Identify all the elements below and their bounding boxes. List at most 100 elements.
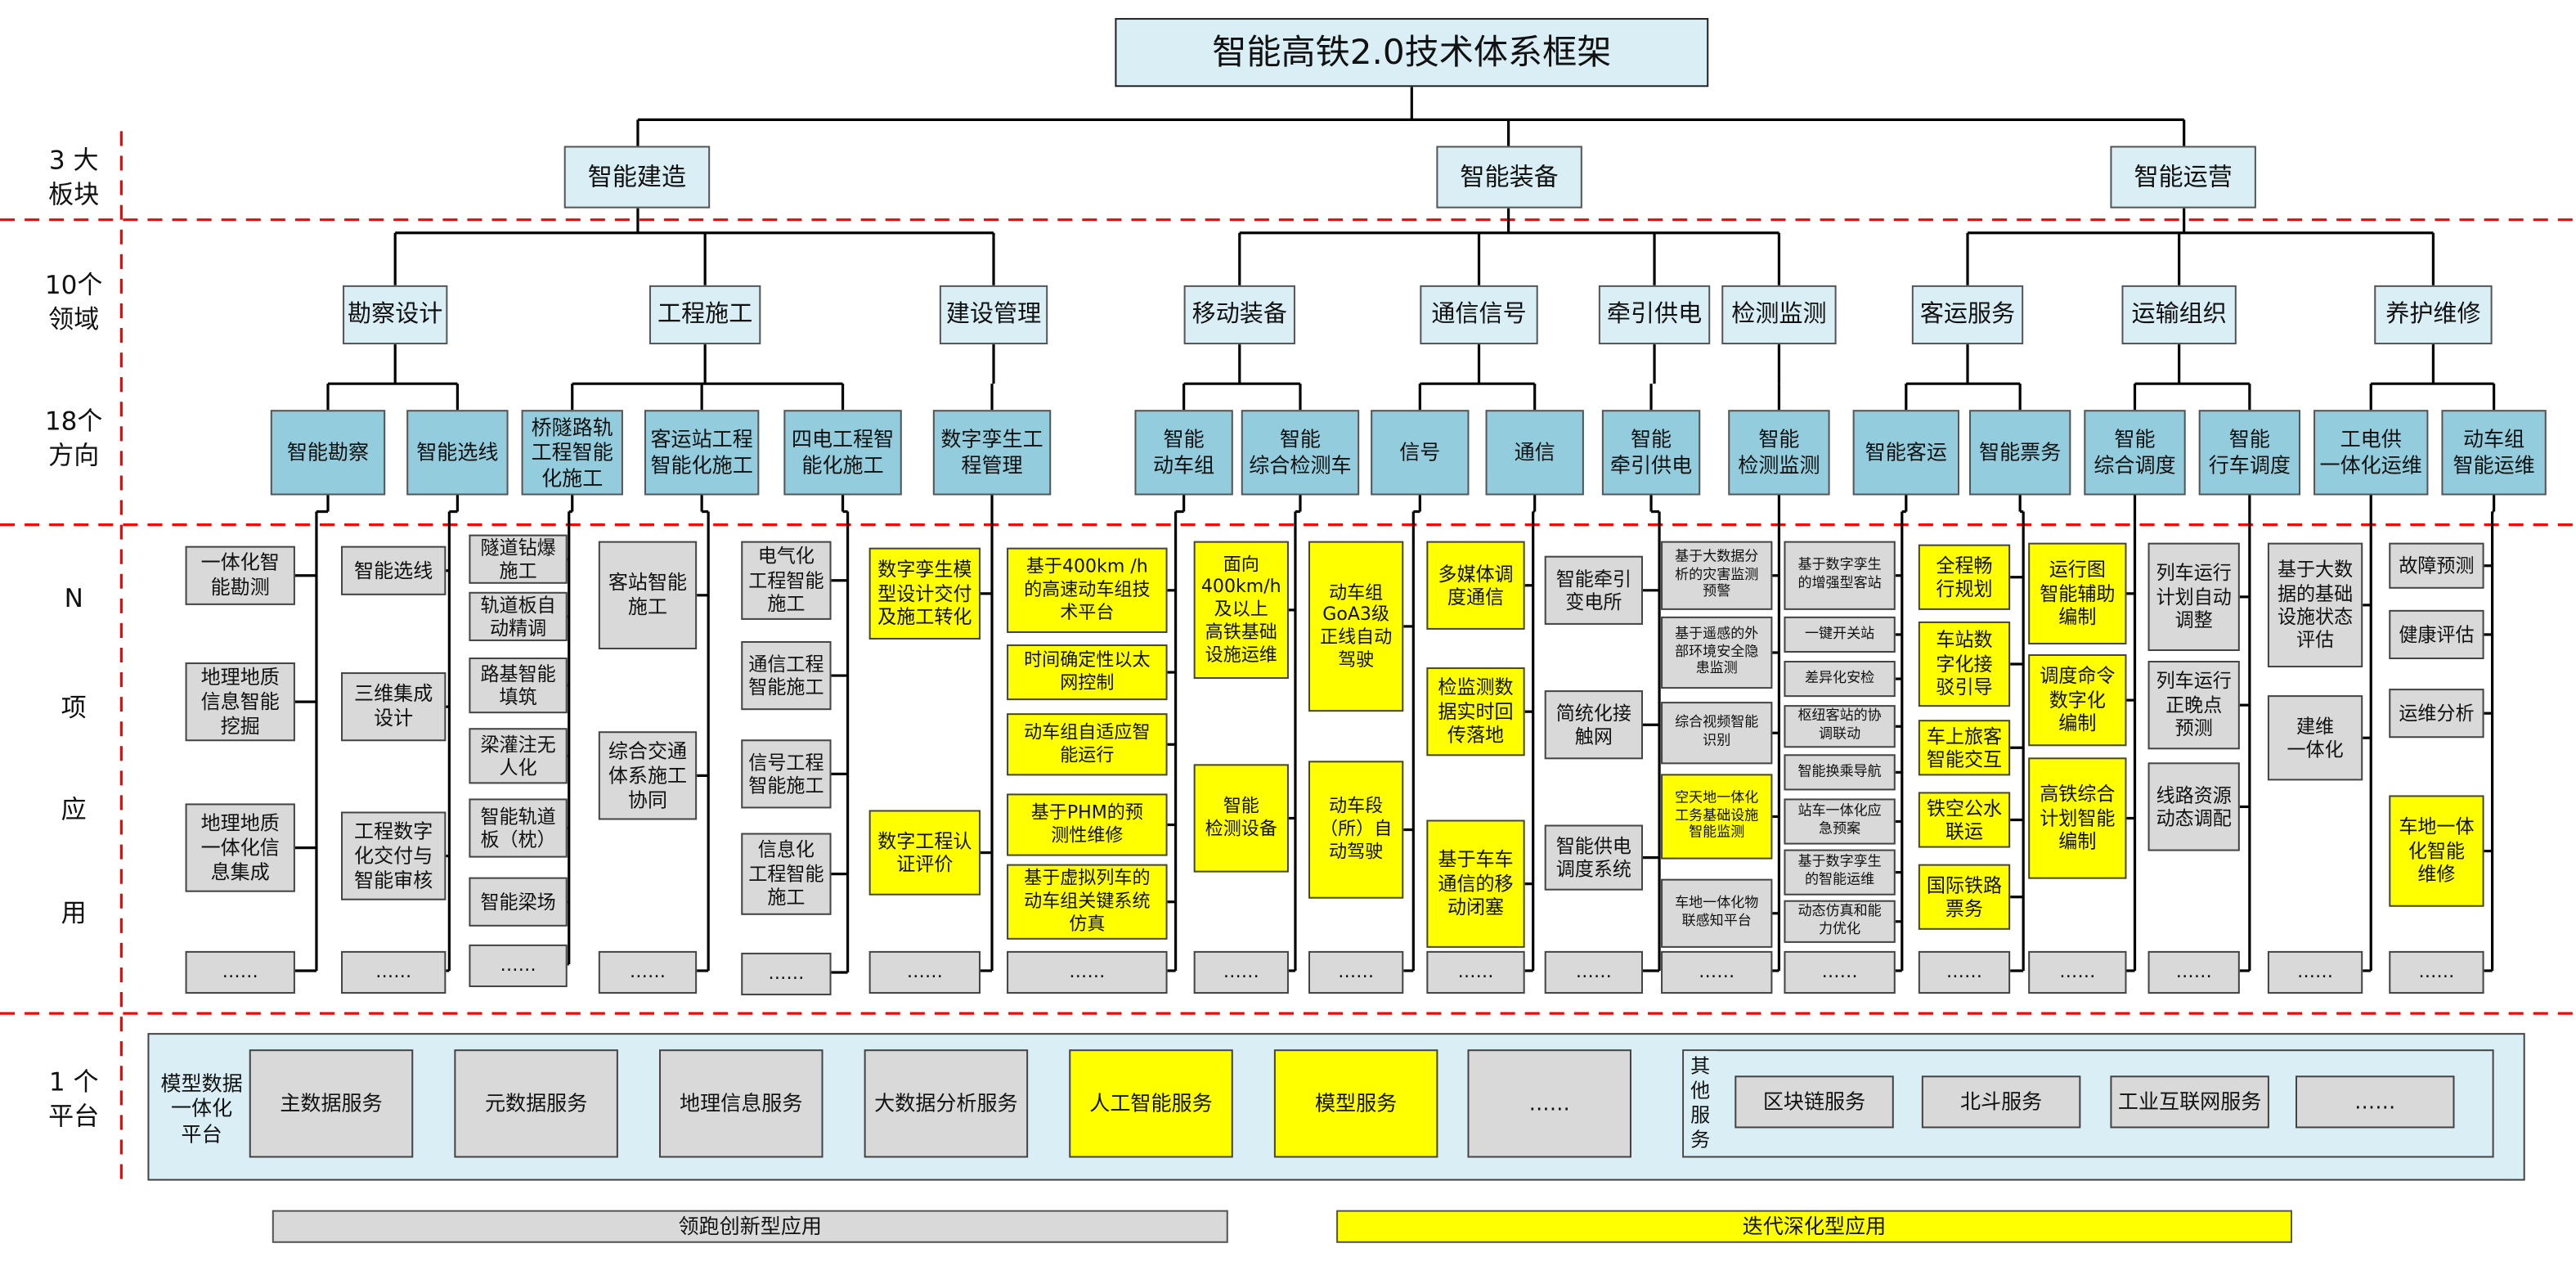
application-ellipsis-13: …… — [1784, 950, 1896, 994]
platform-service-7: …… — [1467, 1049, 1631, 1158]
application-box-5: 三维集成 设计 — [341, 672, 447, 742]
application-box-58: 列车运行 正晚点 预测 — [2147, 661, 2240, 750]
application-box-23: 动车组自适应智 能运行 — [1007, 713, 1168, 776]
application-box-26: 面向 400km/h 及以上 高铁基础 设施运维 — [1193, 541, 1289, 680]
application-ellipsis-11: …… — [1544, 950, 1644, 994]
direction-box-15: 智能 综合调度 — [2084, 410, 2186, 496]
application-box-28: 动车组 GoA3级 正线自动 驾驶 — [1308, 541, 1404, 712]
application-box-6: 工程数字 化交付与 智能审核 — [341, 811, 447, 900]
application-box-4: 智能选线 — [341, 545, 447, 595]
row-label-applications-2: 项 — [61, 694, 87, 724]
direction-box-14: 智能票务 — [1969, 410, 2071, 496]
application-box-36: 基于大数据分 析的灾害监测 预警 — [1661, 541, 1773, 610]
application-box-9: 路基智能 填筑 — [469, 658, 568, 714]
application-ellipsis-7: …… — [1007, 950, 1168, 994]
legend-yellow-bar: 迭代深化型应用 — [1336, 1210, 2292, 1243]
platform-service-2: 元数据服务 — [454, 1049, 618, 1158]
application-box-60: 基于大数 据的基础 设施状态 评估 — [2267, 542, 2363, 668]
application-box-19: 数字孪生模 型设计交付 及施工转化 — [868, 547, 981, 640]
application-box-56: 高铁综合 计划智能 编制 — [2028, 757, 2127, 879]
application-ellipsis-10: …… — [1426, 950, 1525, 994]
segment-box-1: 智能建造 — [563, 146, 711, 209]
application-box-2: 地理地质 信息智能 挖掘 — [185, 662, 295, 742]
platform-service-6: 模型服务 — [1273, 1049, 1438, 1158]
application-box-24: 基于PHM的预 测性维修 — [1007, 793, 1168, 856]
legend-gray-bar: 领跑创新型应用 — [272, 1210, 1228, 1243]
domain-box-5: 通信信号 — [1420, 285, 1538, 345]
other-service-4: …… — [2296, 1075, 2455, 1129]
direction-box-10: 通信 — [1485, 410, 1584, 496]
direction-box-6: 数字孪生工 程管理 — [932, 410, 1052, 496]
direction-box-12: 智能 检测监测 — [1728, 410, 1830, 496]
application-box-42: 一键开关站 — [1784, 616, 1896, 653]
application-box-48: 动态仿真和能 力优化 — [1784, 900, 1896, 943]
diagram-title: 智能高铁2.0技术体系框架 — [1115, 18, 1709, 88]
application-box-22: 时间确定性以太 网控制 — [1007, 644, 1168, 701]
other-services-label: 其 他 服 务 — [1684, 1051, 1717, 1156]
application-ellipsis-12: …… — [1661, 950, 1773, 994]
domain-box-9: 运输组织 — [2121, 285, 2237, 345]
segment-box-3: 智能运营 — [2110, 146, 2256, 209]
application-ellipsis-9: …… — [1308, 950, 1404, 994]
application-box-34: 简统化接 触网 — [1544, 690, 1644, 760]
application-box-49: 全程畅 行规划 — [1918, 544, 2011, 610]
direction-box-5: 四电工程智 能化施工 — [783, 410, 902, 496]
application-box-64: 运维分析 — [2389, 689, 2484, 738]
application-box-47: 基于数字孪生 的智能运维 — [1784, 849, 1896, 896]
row-label-applications-4: 用 — [61, 898, 87, 928]
domain-box-8: 客运服务 — [1911, 285, 2024, 345]
application-box-53: 国际铁路 票务 — [1918, 864, 2011, 930]
application-box-54: 运行图 智能辅助 编制 — [2028, 542, 2127, 644]
application-box-46: 站车一体化应 急预案 — [1784, 798, 1896, 845]
application-box-37: 基于遥感的外 部环境安全隐 患监测 — [1661, 616, 1773, 689]
application-box-43: 差异化安检 — [1784, 661, 1896, 698]
application-box-33: 智能牵引 变电所 — [1544, 555, 1644, 625]
application-box-21: 基于400km /h 的高速动车组技 术平台 — [1007, 547, 1168, 633]
application-box-35: 智能供电 调度系统 — [1544, 824, 1644, 891]
application-box-55: 调度命令 数字化 编制 — [2028, 653, 2127, 747]
row-label-applications-3: 应 — [61, 795, 87, 825]
direction-box-4: 客运站工程 智能化施工 — [644, 410, 760, 496]
direction-box-18: 动车组 智能运维 — [2441, 410, 2547, 496]
application-ellipsis-3: …… — [469, 944, 568, 988]
application-box-14: 综合交通 体系施工 协同 — [598, 731, 698, 820]
platform-service-3: 地理信息服务 — [659, 1049, 824, 1158]
application-box-61: 建维 一体化 — [2267, 695, 2363, 781]
application-ellipsis-14: …… — [1918, 950, 2011, 994]
application-box-20: 数字工程认 证评价 — [868, 810, 981, 896]
direction-box-2: 智能选线 — [406, 410, 509, 496]
other-service-2: 北斗服务 — [1921, 1075, 2081, 1129]
domain-box-1: 勘察设计 — [343, 285, 448, 345]
application-box-16: 通信工程 智能施工 — [741, 640, 832, 711]
application-ellipsis-1: …… — [185, 950, 295, 994]
platform-service-4: 大数据分析服务 — [864, 1049, 1029, 1158]
application-box-30: 多媒体调 度通信 — [1426, 541, 1525, 630]
application-box-39: 空天地一体化 工务基础设施 智能监测 — [1661, 774, 1773, 860]
application-ellipsis-15: …… — [2028, 950, 2127, 994]
application-ellipsis-4: …… — [598, 950, 698, 994]
application-ellipsis-6: …… — [868, 950, 981, 994]
application-box-59: 线路资源 动态调配 — [2147, 762, 2240, 851]
application-box-29: 动车段 （所）自 动驾驶 — [1308, 761, 1404, 899]
application-box-65: 车地一体 化智能 维修 — [2389, 795, 2484, 907]
application-box-38: 综合视频智能 识别 — [1661, 702, 1773, 765]
direction-box-7: 智能 动车组 — [1134, 410, 1233, 496]
domain-box-6: 牵引供电 — [1598, 285, 1711, 345]
application-ellipsis-16: …… — [2147, 950, 2240, 994]
direction-box-9: 信号 — [1371, 410, 1470, 496]
direction-box-8: 智能 综合检测车 — [1241, 410, 1360, 496]
direction-box-3: 桥隧路轨 工程智能 化施工 — [521, 410, 623, 496]
direction-box-1: 智能勘察 — [270, 410, 386, 496]
application-box-7: 隧道钻爆 施工 — [469, 534, 568, 584]
application-box-41: 基于数字孪生 的增强型客站 — [1784, 541, 1896, 610]
application-box-12: 智能梁场 — [469, 877, 568, 927]
domain-box-4: 移动装备 — [1183, 285, 1295, 345]
application-ellipsis-8: …… — [1193, 950, 1289, 994]
platform-service-5: 人工智能服务 — [1069, 1049, 1233, 1158]
domain-box-3: 建设管理 — [939, 285, 1048, 345]
application-box-45: 智能换乘导航 — [1784, 754, 1896, 791]
domain-box-7: 检测监测 — [1721, 285, 1837, 345]
application-box-10: 梁灌注无 人化 — [469, 728, 568, 784]
direction-box-13: 智能客运 — [1852, 410, 1959, 496]
